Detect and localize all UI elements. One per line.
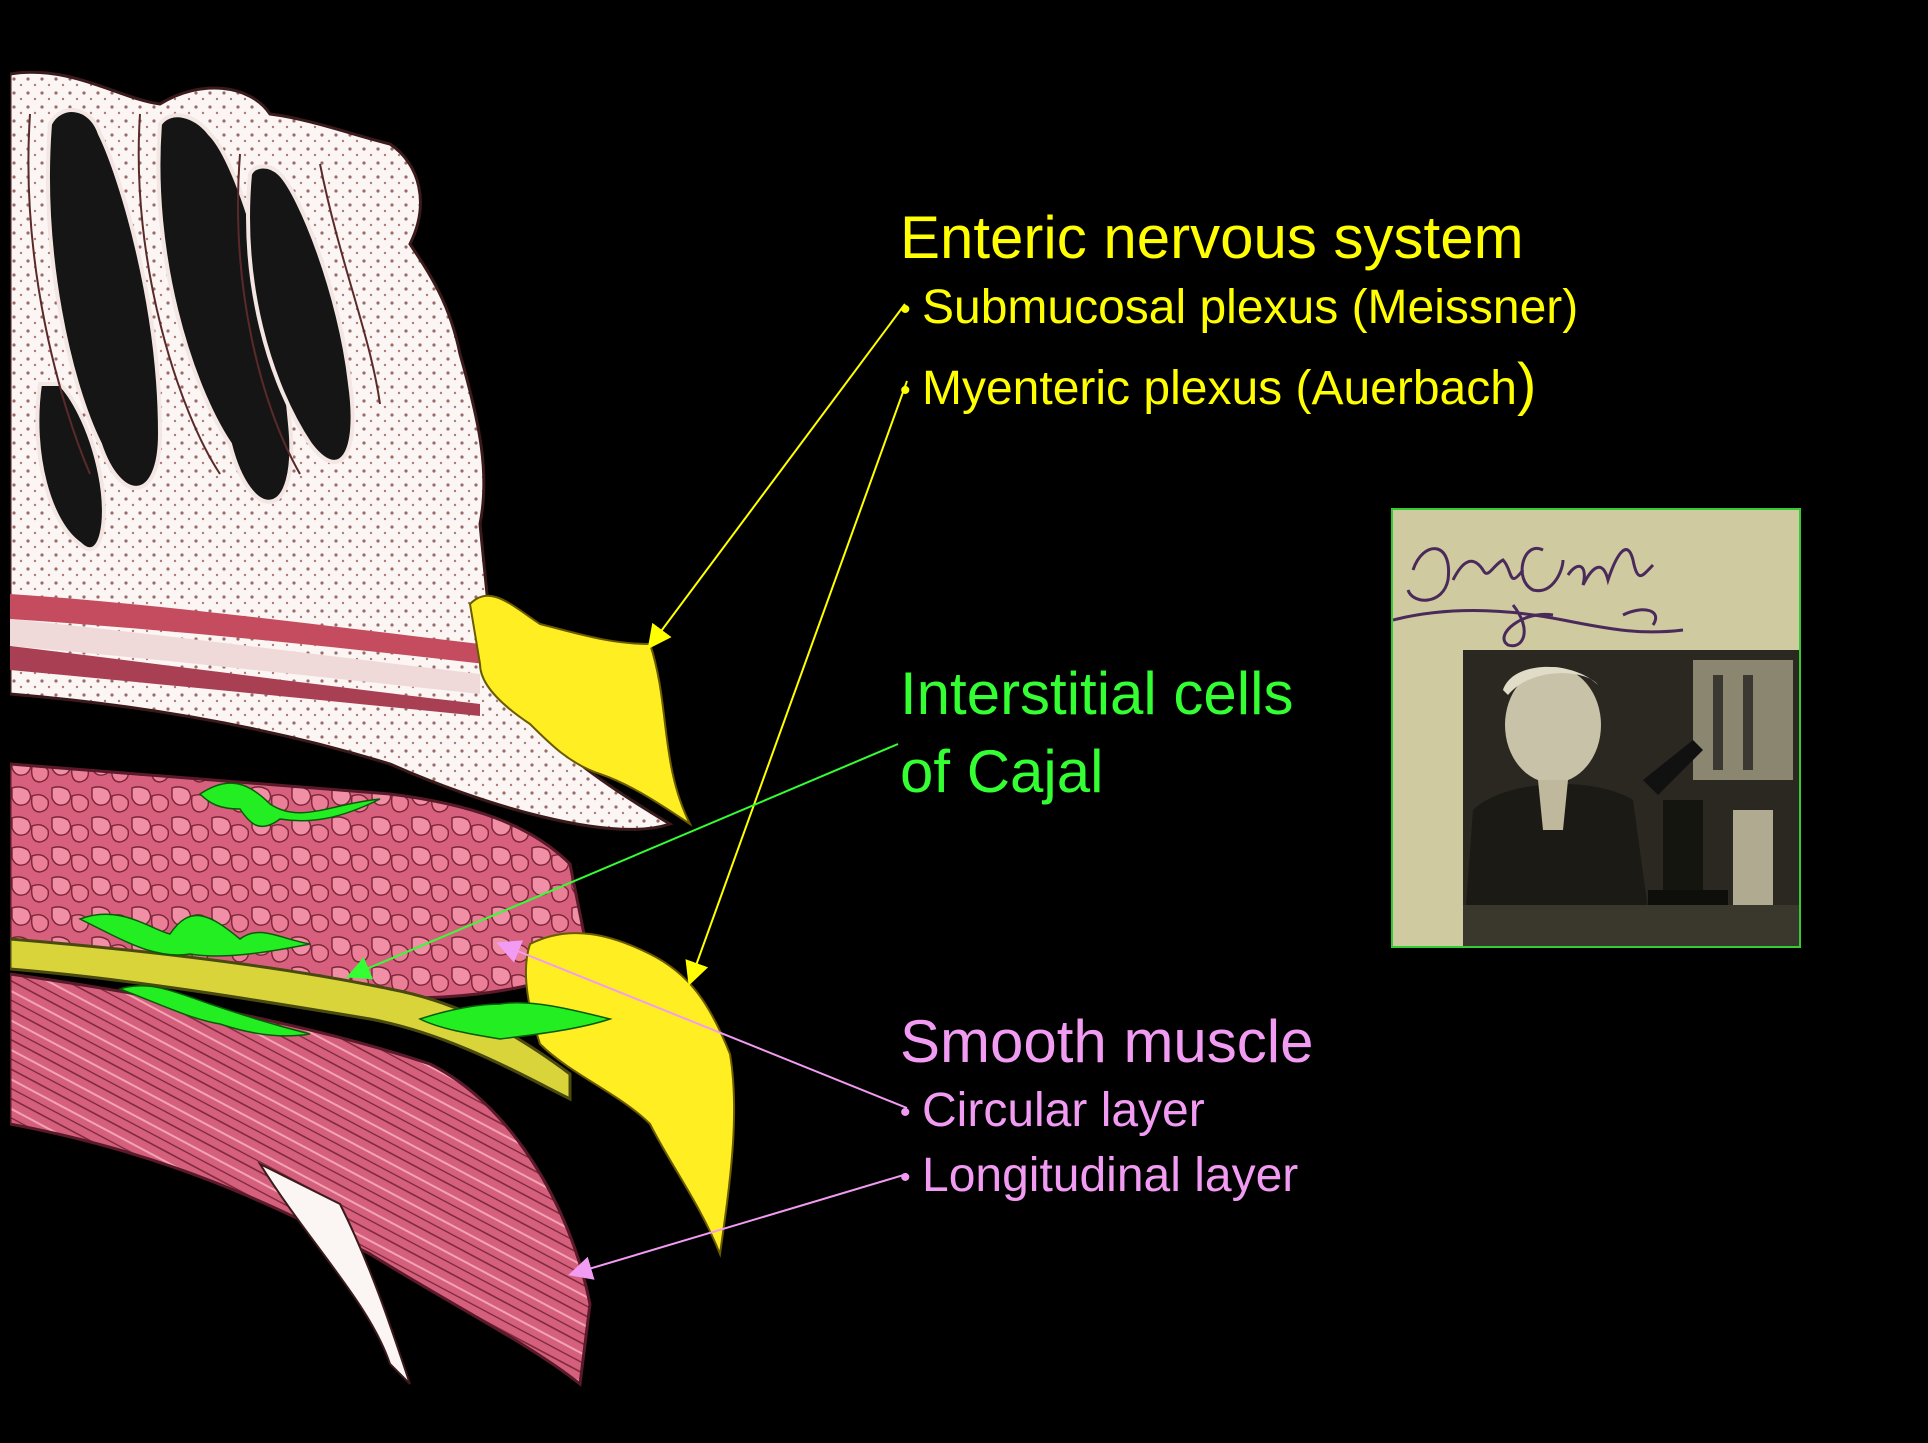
ens-item-myenteric: •Myenteric plexus (Auerbach) xyxy=(900,356,1536,414)
bullet-icon: • xyxy=(900,1163,914,1193)
close-paren: ) xyxy=(1517,352,1536,417)
cajal-photo xyxy=(1391,508,1801,948)
muscle-item-circular: •Circular layer xyxy=(900,1087,1205,1135)
arrow-myenteric xyxy=(690,381,907,982)
bullet-icon: • xyxy=(900,295,914,325)
ens-item-submucosal: •Submucosal plexus (Meissner) xyxy=(900,284,1578,332)
arrow-longitudinal xyxy=(572,1174,907,1274)
icc-title-line1: Interstitial cells xyxy=(900,664,1293,724)
bullet-icon: • xyxy=(900,376,914,406)
muscle-title: Smooth muscle xyxy=(900,1012,1314,1072)
arrow-submucosal xyxy=(650,304,905,646)
icc-title-line2: of Cajal xyxy=(900,742,1103,802)
muscle-item-longitudinal: •Longitudinal layer xyxy=(900,1152,1298,1200)
cajal-portrait xyxy=(1393,510,1799,946)
slide: Enteric nervous system •Submucosal plexu… xyxy=(10,4,1928,1443)
bullet-icon: • xyxy=(900,1098,914,1128)
ens-title: Enteric nervous system xyxy=(900,208,1524,268)
